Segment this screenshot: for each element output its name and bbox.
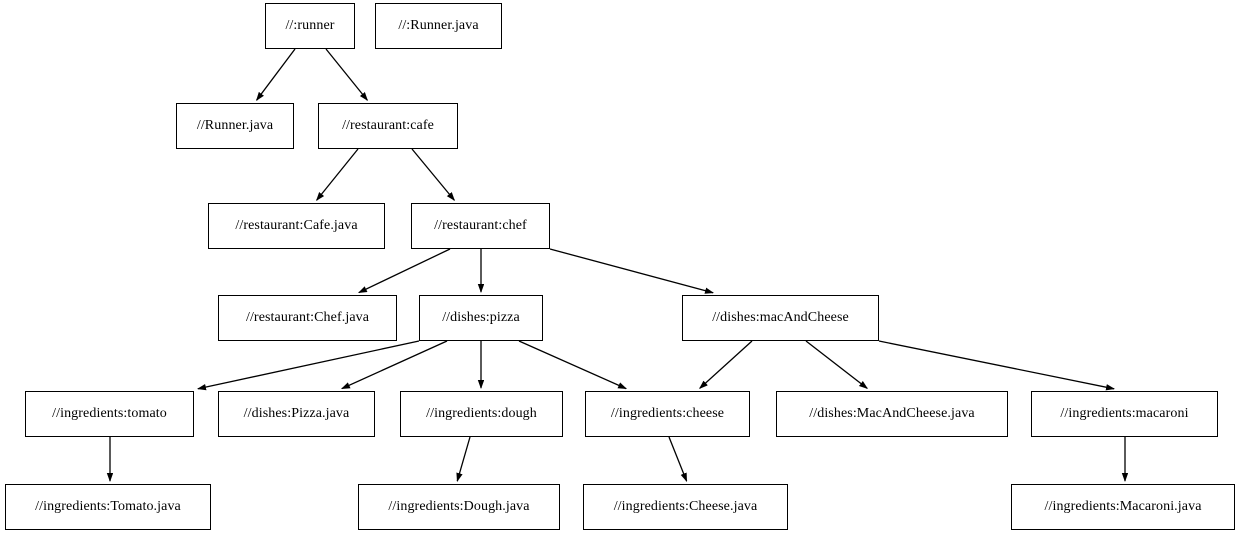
graph-edge-dishes_mac-to-dishes_mac_java bbox=[805, 340, 869, 389]
graph-edge-runner-to-runner_java bbox=[256, 48, 296, 101]
graph-node-label: //ingredients:dough bbox=[426, 406, 537, 421]
graph-node-ing_tomato[interactable]: //ingredients:tomato bbox=[25, 391, 194, 437]
graph-node-label: //:Runner.java bbox=[398, 18, 479, 33]
graph-edge-ing_cheese-to-ing_cheese_java bbox=[668, 436, 688, 483]
graph-edge-dishes_pizza-to-ing_cheese bbox=[518, 340, 627, 390]
graph-node-root_runner_java[interactable]: //:Runner.java bbox=[375, 3, 502, 49]
graph-node-label: //ingredients:cheese bbox=[610, 406, 725, 421]
graph-edge-dishes_mac-to-ing_cheese bbox=[699, 340, 753, 390]
graph-node-dishes_mac_java[interactable]: //dishes:MacAndCheese.java bbox=[776, 391, 1008, 437]
graph-node-label: //ingredients:Macaroni.java bbox=[1044, 499, 1202, 514]
graph-node-dishes_pizza[interactable]: //dishes:pizza bbox=[419, 295, 543, 341]
graph-edge-dishes_mac-to-ing_macaroni bbox=[878, 340, 1115, 391]
graph-node-label: //dishes:MacAndCheese.java bbox=[809, 406, 975, 421]
graph-node-label: //restaurant:chef bbox=[434, 218, 527, 233]
graph-node-dishes_mac[interactable]: //dishes:macAndCheese bbox=[682, 295, 879, 341]
graph-node-restaurant_chef_java[interactable]: //restaurant:Chef.java bbox=[218, 295, 397, 341]
graph-node-runner_java[interactable]: //Runner.java bbox=[176, 103, 294, 149]
graph-node-label: //ingredients:macaroni bbox=[1060, 406, 1189, 421]
graph-edge-restaurant_chef-to-dishes_mac bbox=[549, 248, 715, 294]
graph-node-label: //dishes:Pizza.java bbox=[243, 406, 350, 421]
graph-node-ing_macaroni[interactable]: //ingredients:macaroni bbox=[1031, 391, 1218, 437]
graph-node-label: //ingredients:Tomato.java bbox=[35, 499, 181, 514]
graph-node-label: //restaurant:Cafe.java bbox=[235, 218, 358, 233]
graph-node-dishes_pizza_java[interactable]: //dishes:Pizza.java bbox=[218, 391, 375, 437]
graph-node-ing_dough[interactable]: //ingredients:dough bbox=[400, 391, 563, 437]
graph-node-label: //restaurant:cafe bbox=[342, 118, 434, 133]
graph-edge-restaurant_chef-to-restaurant_chef_java bbox=[357, 248, 451, 294]
graph-node-restaurant_cafe[interactable]: //restaurant:cafe bbox=[318, 103, 458, 149]
graph-node-label: //ingredients:Dough.java bbox=[388, 499, 530, 514]
graph-node-ing_dough_java[interactable]: //ingredients:Dough.java bbox=[358, 484, 560, 530]
graph-node-ing_cheese[interactable]: //ingredients:cheese bbox=[585, 391, 750, 437]
graph-edge-ing_dough-to-ing_dough_java bbox=[456, 436, 471, 482]
graph-edge-dishes_pizza-to-dishes_pizza_java bbox=[340, 340, 448, 390]
graph-edge-dishes_pizza-to-ing_tomato bbox=[197, 340, 420, 391]
graph-edge-runner-to-restaurant_cafe bbox=[325, 48, 369, 102]
graph-node-runner[interactable]: //:runner bbox=[265, 3, 355, 49]
graph-node-label: //dishes:macAndCheese bbox=[712, 310, 849, 325]
graph-node-label: //restaurant:Chef.java bbox=[245, 310, 370, 325]
graph-node-ing_macaroni_java[interactable]: //ingredients:Macaroni.java bbox=[1011, 484, 1235, 530]
graph-node-label: //ingredients:Cheese.java bbox=[613, 499, 758, 514]
graph-node-label: //dishes:pizza bbox=[442, 310, 520, 325]
graph-node-ing_tomato_java[interactable]: //ingredients:Tomato.java bbox=[5, 484, 211, 530]
graph-node-label: //Runner.java bbox=[196, 118, 274, 133]
graph-node-restaurant_cafe_java[interactable]: //restaurant:Cafe.java bbox=[208, 203, 385, 249]
graph-edge-restaurant_cafe-to-restaurant_chef bbox=[411, 148, 455, 202]
graph-node-ing_cheese_java[interactable]: //ingredients:Cheese.java bbox=[583, 484, 788, 530]
graph-edge-restaurant_cafe-to-restaurant_cafe_java bbox=[315, 148, 359, 202]
graph-node-label: //:runner bbox=[285, 18, 335, 33]
graph-node-restaurant_chef[interactable]: //restaurant:chef bbox=[411, 203, 550, 249]
graph-node-label: //ingredients:tomato bbox=[52, 406, 167, 421]
